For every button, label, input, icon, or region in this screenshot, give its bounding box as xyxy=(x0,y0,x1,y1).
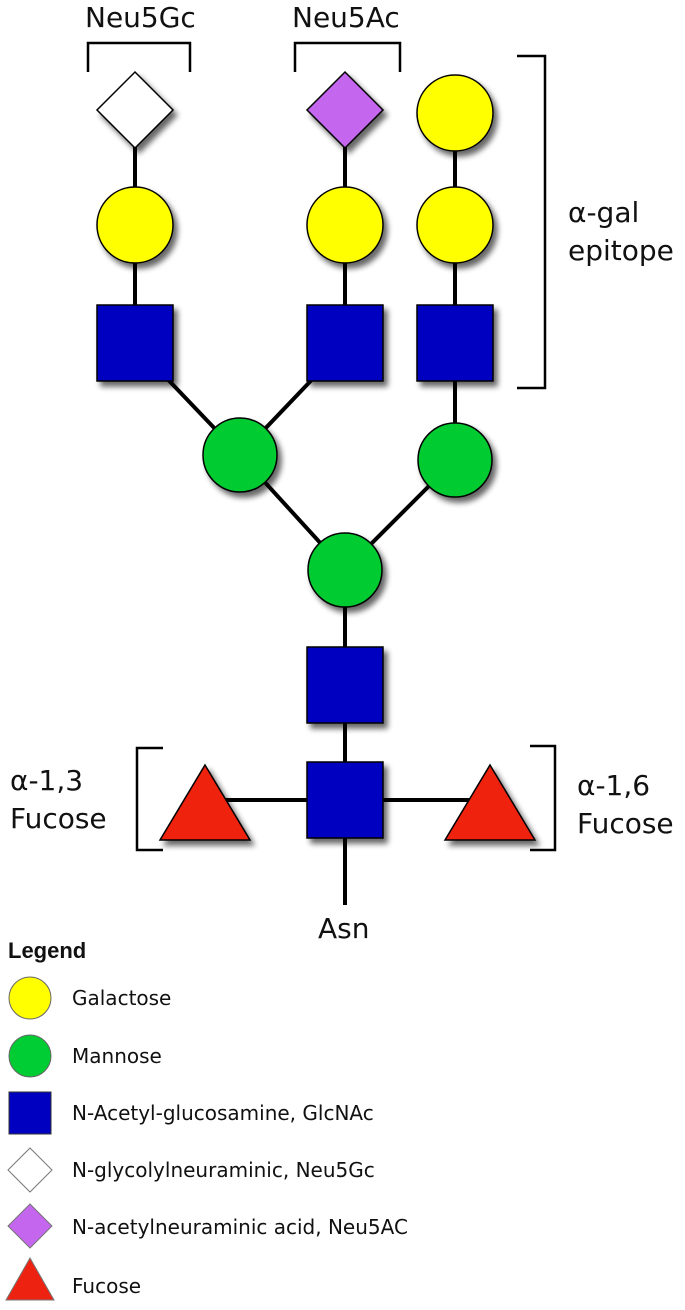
legend-glcnac-label: N-Acetyl-glucosamine, GlcNAc xyxy=(72,1101,374,1125)
legend-neu5gc-label: N-glycolylneuraminic, Neu5Gc xyxy=(72,1158,375,1182)
label-alpha16-line2: Fucose xyxy=(577,807,674,840)
glcnac-square-core-upper xyxy=(306,646,384,724)
bracket-neu5ac xyxy=(293,41,402,72)
legend-neu5ac-label: N-acetylneuraminic acid, Neu5AC xyxy=(72,1215,408,1239)
glcnac-square-right xyxy=(416,304,494,382)
label-neu5gc: Neu5Gc xyxy=(85,1,196,34)
label-alpha13-line2: Fucose xyxy=(10,802,107,835)
label-alpha-gal-line2: epitope xyxy=(568,234,674,267)
label-alpha-gal-line1: α-gal xyxy=(568,196,639,229)
legend-neu5gc-icon xyxy=(7,1147,53,1193)
label-neu5ac: Neu5Ac xyxy=(292,1,400,34)
galactose-circle-right xyxy=(416,186,494,264)
labels: Neu5Gc Neu5Ac α-gal epitope α-1,3 Fucose… xyxy=(10,1,674,945)
legend-fucose-icon xyxy=(5,1256,55,1301)
legend-title: Legend xyxy=(8,938,86,963)
residues xyxy=(95,70,537,841)
label-asn: Asn xyxy=(318,912,370,945)
glcnac-square-middle xyxy=(306,304,384,382)
legend-galactose-icon xyxy=(8,976,52,1020)
mannose-circle-left xyxy=(202,417,278,493)
bracket-neu5gc xyxy=(86,41,192,72)
legend-glcnac-icon xyxy=(8,1091,52,1135)
brackets xyxy=(86,41,557,852)
glcnac-square-left xyxy=(96,304,174,382)
neu5gc-diamond xyxy=(95,70,175,150)
neu5ac-diamond xyxy=(305,70,385,150)
label-alpha16-line1: α-1,6 xyxy=(577,769,650,802)
glcnac-square-core-lower xyxy=(306,761,384,839)
fucose-triangle-alpha13 xyxy=(158,763,252,841)
bracket-alpha16 xyxy=(530,744,557,852)
label-alpha13-line1: α-1,3 xyxy=(10,764,83,797)
legend-mannose-label: Mannose xyxy=(72,1044,162,1068)
mannose-circle-core xyxy=(307,532,383,608)
legend-fucose-label: Fucose xyxy=(72,1274,141,1298)
bracket-alpha13 xyxy=(135,746,163,852)
fucose-triangle-alpha16 xyxy=(443,763,537,841)
legend-mannose-icon xyxy=(8,1034,52,1078)
bracket-alpha-gal xyxy=(517,54,547,390)
legend-galactose-label: Galactose xyxy=(72,986,171,1010)
galactose-circle-middle xyxy=(306,186,384,264)
legend-neu5ac-icon xyxy=(7,1203,53,1249)
galactose-circle-left xyxy=(96,186,174,264)
galactose-circle-terminal xyxy=(416,74,494,152)
mannose-circle-right xyxy=(417,422,493,498)
legend: Legend Galactose Mannose N-Acetyl-glucos… xyxy=(5,938,408,1301)
